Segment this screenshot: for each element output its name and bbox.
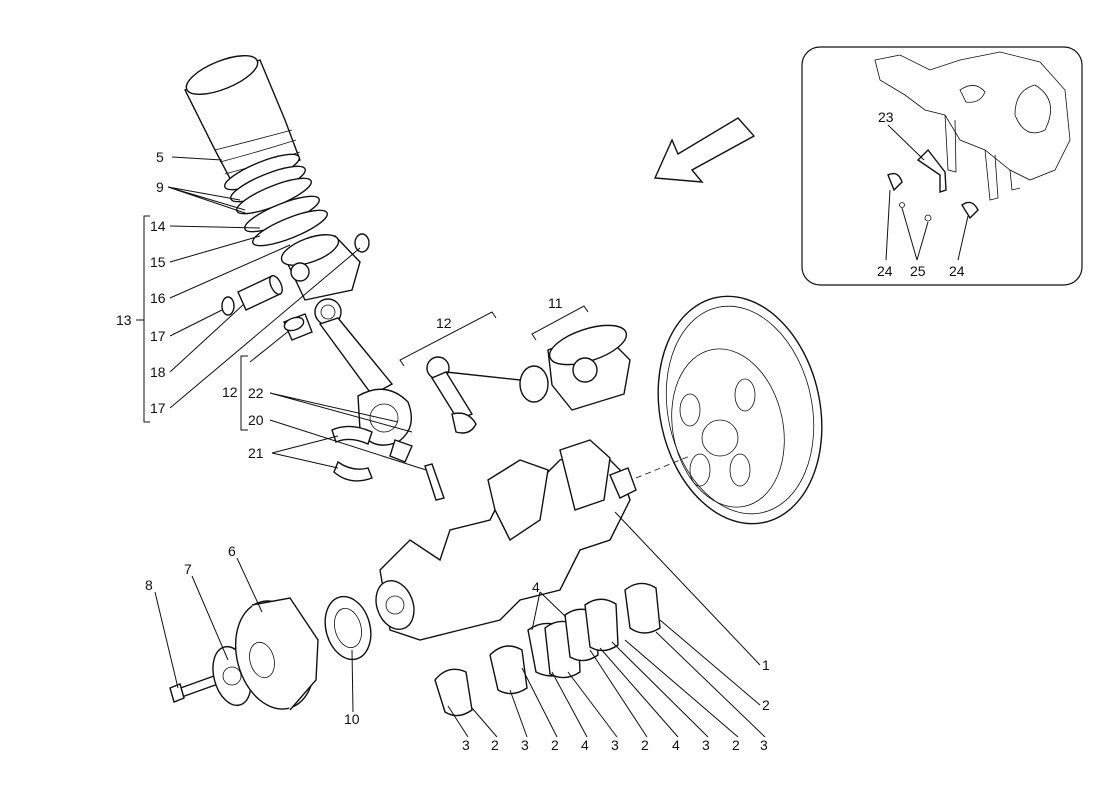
leader-lines — [136, 124, 969, 738]
callout-3-row-2: 3 — [521, 737, 529, 753]
callout-22: 22 — [248, 385, 264, 401]
callout-6: 6 — [228, 543, 236, 559]
callout-8: 8 — [145, 577, 153, 593]
callout-3-row-4: 3 — [702, 737, 710, 753]
callout-11: 11 — [548, 295, 563, 311]
callout-15: 15 — [150, 254, 166, 270]
callout-23: 23 — [878, 109, 894, 125]
callout-2-row-3: 2 — [641, 737, 649, 753]
front-seal — [324, 595, 372, 661]
kit-connecting-rod — [426, 356, 549, 434]
callout-1: 1 — [762, 657, 770, 673]
callout-5: 5 — [156, 149, 164, 165]
piston — [280, 234, 361, 301]
callout-3-row-3: 3 — [611, 737, 619, 753]
callout-17-lower: 17 — [150, 400, 166, 416]
kit-piston — [547, 324, 631, 411]
piston-rings — [224, 153, 328, 247]
callout-2-row-2: 2 — [551, 737, 559, 753]
callout-17-upper: 17 — [150, 328, 166, 344]
direction-arrow — [653, 117, 756, 183]
callout-3-row-1: 3 — [462, 737, 470, 753]
callout-labels: 5 9 14 15 16 13 17 18 17 12 22 20 21 12 … — [116, 109, 965, 753]
piston-clip-right — [354, 233, 370, 253]
callout-16: 16 — [150, 290, 166, 306]
callout-13: 13 — [116, 312, 132, 328]
callout-14: 14 — [150, 218, 166, 234]
callout-10: 10 — [344, 711, 360, 727]
callout-20: 20 — [248, 412, 264, 428]
main-bearing-shells — [434, 582, 661, 717]
callout-18: 18 — [150, 364, 166, 380]
piston-pin — [237, 274, 283, 311]
piston-clip-left — [221, 296, 235, 316]
flywheel — [657, 295, 823, 525]
bolt — [169, 675, 219, 703]
callout-12-centre: 12 — [436, 315, 452, 331]
small-end-bushing — [283, 313, 313, 341]
callout-7: 7 — [184, 561, 192, 577]
callout-24-right: 24 — [949, 263, 965, 279]
callout-2-row-1: 2 — [491, 737, 499, 753]
callout-2-right: 2 — [762, 697, 770, 713]
callout-3-row-5: 3 — [760, 737, 768, 753]
callout-24-left: 24 — [877, 263, 893, 279]
callout-4-row-2: 4 — [672, 737, 680, 753]
big-end-bearing-shells — [331, 425, 373, 482]
callout-4-row-1: 4 — [581, 737, 589, 753]
callout-21: 21 — [248, 445, 264, 461]
piston-cylinder-liner — [184, 55, 301, 189]
pulley — [234, 597, 319, 711]
callout-25: 25 — [910, 263, 926, 279]
callout-2-row-4: 2 — [732, 737, 740, 753]
crankshaft — [375, 439, 637, 641]
callout-9: 9 — [156, 179, 164, 195]
callout-4-top: 4 — [532, 579, 540, 595]
inset-detail-panel — [801, 46, 1083, 286]
callout-12-left: 12 — [222, 384, 238, 400]
